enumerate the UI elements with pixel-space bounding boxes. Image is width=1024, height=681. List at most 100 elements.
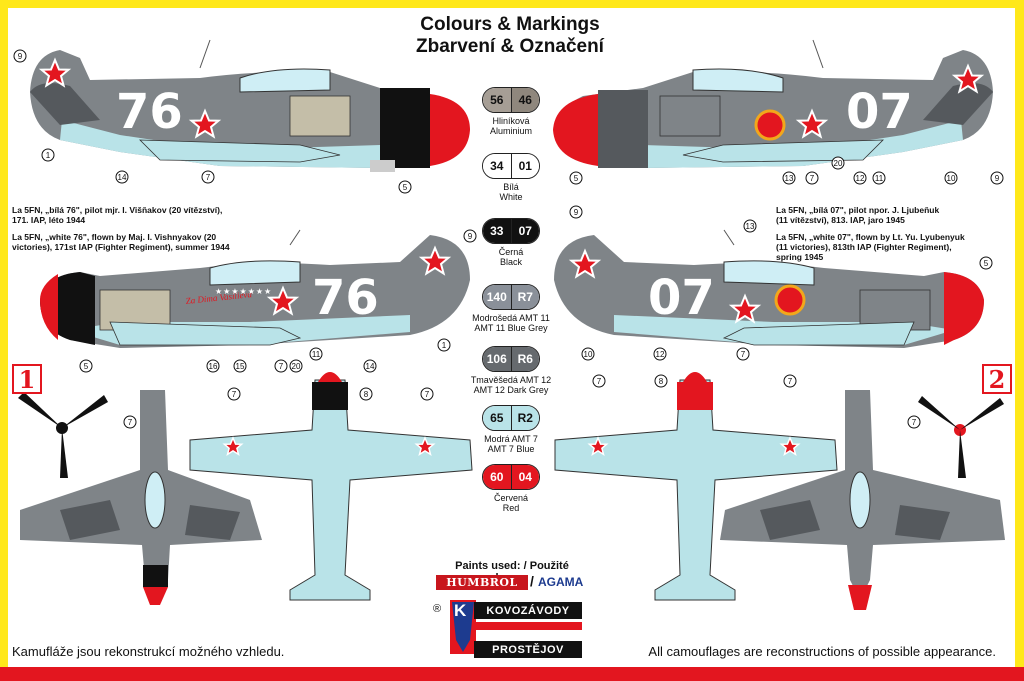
svg-text:9: 9 bbox=[995, 174, 1000, 183]
svg-text:14: 14 bbox=[118, 173, 127, 182]
swatch-label-cz: Černá bbox=[498, 247, 524, 257]
svg-text:5: 5 bbox=[984, 259, 989, 268]
svg-text:9: 9 bbox=[574, 208, 579, 217]
svg-text:12: 12 bbox=[856, 174, 865, 183]
svg-text:11: 11 bbox=[875, 174, 884, 183]
svg-text:9: 9 bbox=[468, 232, 473, 241]
svg-text:5: 5 bbox=[403, 183, 408, 192]
registered-mark: ® bbox=[433, 603, 442, 615]
callout-a2-top: 5 13 7 20 12 11 10 9 bbox=[569, 156, 1004, 185]
footer-note-cz: Kamufláže jsou rekonstrukcí možného vzhl… bbox=[12, 644, 285, 659]
svg-text:7: 7 bbox=[912, 418, 917, 427]
swatch-label-cz: Červená bbox=[493, 493, 529, 503]
swatch-code: 65 bbox=[483, 406, 512, 430]
callout-a2-mid: 9 13 10 12 7 5 bbox=[569, 205, 993, 361]
aircraft1-planform-underside bbox=[189, 372, 473, 601]
swatch-label-cz: Tmavěšedá AMT 12 bbox=[470, 375, 552, 385]
caption-aircraft1-en: La 5FN, „white 76", flown by Maj. I. Vis… bbox=[12, 232, 230, 252]
swatch-code: 106 bbox=[483, 347, 512, 371]
kovozavody-logo-letter: K bbox=[454, 601, 467, 620]
caption-aircraft1-cz: La 5FN, „bílá 76", pilot mjr. I. Višňako… bbox=[12, 205, 223, 225]
swatch-label-cz: Modrošedá AMT 11 bbox=[472, 313, 550, 323]
svg-text:7: 7 bbox=[279, 362, 284, 371]
swatch-code: 46 bbox=[511, 88, 539, 112]
svg-text:14: 14 bbox=[366, 362, 375, 371]
callout-a1-mid: 9 5 16 15 7 20 11 14 1 bbox=[79, 229, 477, 373]
svg-text:10: 10 bbox=[947, 174, 956, 183]
svg-text:5: 5 bbox=[574, 174, 579, 183]
frame-left bbox=[0, 0, 8, 681]
page-subtitle: Zbarvení & Označení bbox=[416, 36, 604, 57]
svg-text:7: 7 bbox=[597, 377, 602, 386]
humbrol-logo: HUMBROL bbox=[436, 575, 528, 590]
svg-text:20: 20 bbox=[834, 159, 843, 168]
swatch-label-en: Black bbox=[499, 257, 522, 267]
paints-separator: / bbox=[530, 573, 534, 589]
callout-planform2: 7 8 7 7 bbox=[592, 374, 921, 429]
swatch-label-cz: Modrá AMT 7 bbox=[484, 434, 538, 444]
swatch-code: 140 bbox=[483, 285, 512, 309]
aircraft1-profile-mid: Za Dima Vasilieva ★★★★★★★ bbox=[40, 229, 470, 348]
swatch-label-en: AMT 11 Blue Grey bbox=[474, 323, 548, 333]
swatch-code: R7 bbox=[511, 285, 539, 309]
swatch-label-cz: Hliníková bbox=[492, 116, 530, 126]
svg-text:5: 5 bbox=[84, 362, 89, 371]
manufacturer-name-line1: KOVOZÁVODY bbox=[474, 602, 582, 619]
swatch-label-en: AMT 12 Dark Grey bbox=[473, 385, 549, 395]
svg-text:11: 11 bbox=[312, 350, 321, 359]
svg-text:13: 13 bbox=[785, 174, 794, 183]
swatch-label-en: Red bbox=[502, 503, 520, 513]
swatch-label-en: White bbox=[499, 192, 523, 202]
swatch-code: 04 bbox=[511, 465, 539, 489]
svg-text:7: 7 bbox=[741, 350, 746, 359]
svg-text:7: 7 bbox=[232, 390, 237, 399]
swatch-label-cz: Bílá bbox=[503, 182, 519, 192]
page-title: Colours & Markings bbox=[420, 14, 600, 35]
svg-text:13: 13 bbox=[746, 222, 755, 231]
svg-text:15: 15 bbox=[236, 362, 245, 371]
kovozavody-logo bbox=[450, 600, 476, 654]
svg-text:7: 7 bbox=[128, 418, 133, 427]
victory-stars: ★★★★★★★ bbox=[215, 287, 272, 296]
svg-text:7: 7 bbox=[425, 390, 430, 399]
propeller-icon bbox=[18, 392, 108, 478]
svg-text:16: 16 bbox=[209, 362, 218, 371]
option-badge-2: 2 bbox=[982, 364, 1012, 394]
svg-text:20: 20 bbox=[292, 362, 301, 371]
svg-text:1: 1 bbox=[442, 341, 447, 350]
propeller-icon bbox=[918, 396, 1004, 478]
svg-text:9: 9 bbox=[18, 52, 23, 61]
swatch-code: R2 bbox=[511, 406, 539, 430]
footer-note-en: All camouflages are reconstructions of p… bbox=[648, 644, 996, 659]
svg-text:8: 8 bbox=[364, 390, 369, 399]
option-badge-1: 1 bbox=[12, 364, 42, 394]
svg-text:7: 7 bbox=[788, 377, 793, 386]
callout-a1-top: 9 1 14 7 5 bbox=[13, 49, 412, 194]
frame-bottom bbox=[0, 667, 1024, 681]
agama-logo: AGAMA bbox=[538, 575, 584, 589]
aircraft2-planform-top bbox=[720, 390, 1005, 610]
svg-text:10: 10 bbox=[584, 350, 593, 359]
swatch-code: 34 bbox=[483, 154, 512, 178]
aircraft2-profile-top bbox=[553, 39, 993, 168]
swatch-code: 33 bbox=[483, 219, 512, 243]
svg-text:7: 7 bbox=[810, 174, 815, 183]
swatch-code: 56 bbox=[483, 88, 512, 112]
callout-planform1: 7 7 8 7 bbox=[123, 387, 434, 429]
svg-text:12: 12 bbox=[656, 350, 665, 359]
aircraft2-profile-mid bbox=[554, 229, 984, 348]
svg-text:7: 7 bbox=[206, 173, 211, 182]
